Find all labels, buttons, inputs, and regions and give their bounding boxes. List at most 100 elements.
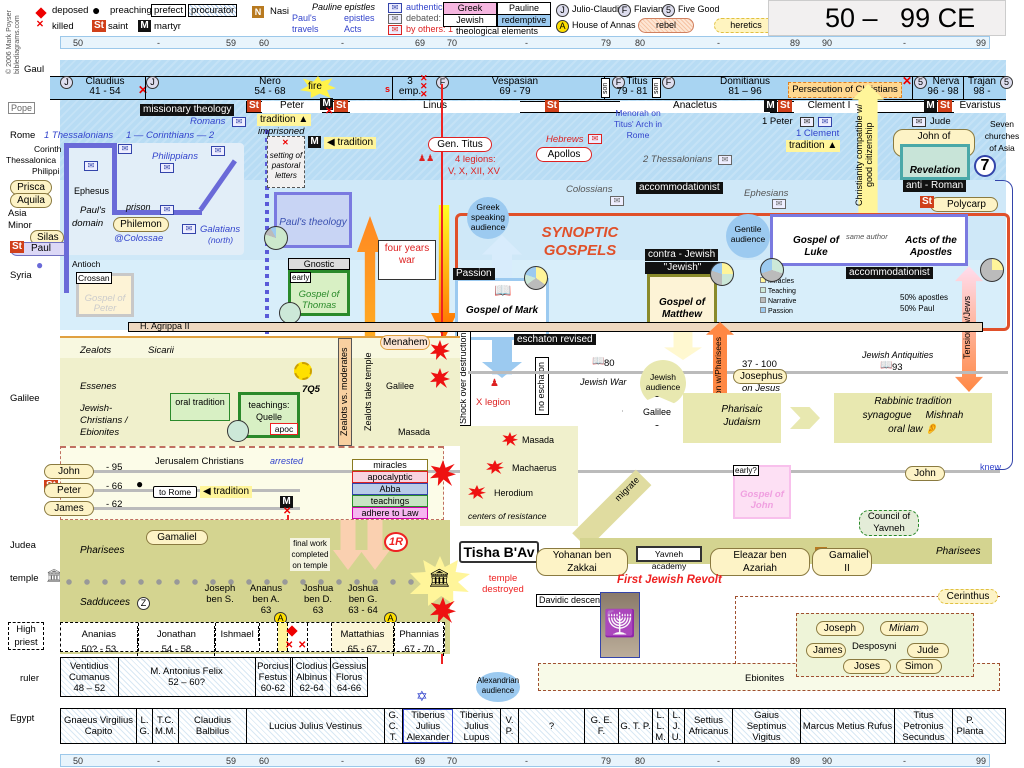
pie-chart (980, 258, 1004, 282)
davidic-descent-label: Davidic descent (536, 594, 606, 607)
epistle-hebrews[interactable]: Hebrews (546, 134, 584, 145)
desposyni-joseph[interactable]: Joseph (816, 621, 864, 636)
pie-legend-item: Narrative (760, 297, 796, 307)
epistle-1-peter[interactable]: 1 Peter (762, 116, 793, 127)
same-author-label: same author (846, 232, 888, 241)
john-pill[interactable]: John (905, 466, 945, 481)
desposyni-james[interactable]: James (806, 643, 846, 658)
prefect-name: G. C. T. (388, 709, 399, 743)
egypt-cell: G. C. T. (385, 709, 403, 743)
prefect-name: ? (548, 720, 555, 732)
eleazar-pill[interactable]: Eleazar ben Azariah (710, 548, 810, 576)
group-pharisees: Pharisees (80, 545, 125, 556)
martyr-icon: M (138, 20, 151, 32)
gospel-of-john[interactable]: Gospel of John (733, 465, 791, 519)
yohanan-pill[interactable]: Yohanan ben Zakkai (536, 548, 628, 576)
tisha-bav-label[interactable]: Tisha B'Av (459, 541, 539, 563)
emperor-years: 96 - 98 (927, 86, 959, 97)
pill-text: Silas (37, 232, 59, 243)
epistle-2-thessalonians[interactable]: 2 Thessalonians (643, 154, 713, 165)
desposyni-simon[interactable]: Simon (896, 659, 942, 674)
pastoral-letters-box: ✕setting of pastoral letters (267, 136, 305, 188)
apollos-pill[interactable]: Apollos (536, 147, 592, 162)
gamaliel-ii-pill[interactable]: Gamaliel II (812, 548, 872, 576)
synoptic-gospels-title: SYNOPTIC GOSPELS (530, 224, 630, 260)
galilee-diamond: Galilee (622, 396, 692, 426)
pie-chart (760, 258, 784, 282)
cerinthus-pill[interactable]: Cerinthus (938, 589, 998, 604)
pope-anacletus[interactable]: Anacletus (620, 101, 770, 113)
pope-evaristus[interactable]: Evaristus (954, 101, 1006, 113)
john-death: - 95 (106, 462, 123, 473)
philemon-pill[interactable]: Philemon (113, 217, 169, 232)
john-pill[interactable]: John (44, 464, 94, 479)
epistle-jude[interactable]: Jude (930, 116, 951, 127)
yavneh-academy[interactable]: Yavneh academy (636, 546, 702, 571)
polycarp-pill[interactable]: Polycarp (930, 197, 998, 212)
epistle-ephesians[interactable]: Ephesians (744, 188, 789, 199)
antiquities-year: 93 (892, 362, 903, 373)
ruler-years: 62-64 (299, 682, 324, 694)
legend-text: Narrative (767, 298, 797, 305)
legend-pauline-epistles: Pauline epistles (312, 2, 376, 12)
pope-clement[interactable]: Clement I (794, 101, 864, 113)
epistle-galatians[interactable]: Galatians (200, 224, 241, 235)
saint-icon: St (247, 100, 261, 112)
envelope-icon: ✉ (182, 224, 196, 234)
desposyni-joses[interactable]: Joses (843, 659, 891, 674)
legend-procurator: procurator (188, 4, 238, 17)
audience-text: Alexandrian audience (476, 676, 520, 695)
prefect-name: G. T. P. (620, 720, 651, 732)
epistle-philippians[interactable]: Philippians (152, 151, 198, 162)
epistle-1-clement[interactable]: 1 Clement (796, 128, 840, 139)
acts-of-apostles[interactable]: Acts of the Apostles (905, 235, 957, 258)
epistle-1-thessalonians[interactable]: 1 Thessalonians (44, 130, 114, 141)
egypt-cell: P. Planta (953, 709, 987, 743)
josephus-pill[interactable]: Josephus (733, 369, 787, 384)
region-pope: Pope (8, 102, 36, 114)
region-thessalonica: Thessalonica (6, 155, 57, 165)
saint-icon: St (545, 100, 559, 112)
epistle-colossians[interactable]: Colossians (566, 184, 613, 195)
epistle-corinthians[interactable]: 1 — Corinthians — 2 (126, 130, 215, 141)
peter-pill[interactable]: Peter (44, 483, 94, 498)
divider (912, 76, 913, 100)
luke-acts-box[interactable] (770, 214, 968, 266)
pope-linus[interactable]: Linus (350, 101, 520, 113)
persecution-label[interactable]: Persecution of Christians (788, 82, 902, 98)
revelation-box[interactable]: Revelation (900, 144, 970, 180)
place-machaerus: Machaerus (512, 463, 557, 473)
pope-peter[interactable]: Peter (262, 101, 322, 113)
epistle-romans[interactable]: Romans (190, 116, 226, 127)
hp-years: 63 - 64 (348, 605, 378, 616)
region-syria: Syria (10, 270, 32, 281)
gospel-of-luke[interactable]: Gospel of Luke (792, 235, 840, 258)
envelope-icon: ✉ (772, 199, 786, 209)
paul-route (112, 210, 202, 215)
james-pill[interactable]: James (44, 501, 94, 516)
gamaliel-pill[interactable]: Gamaliel (146, 530, 208, 545)
label-text: "Jewish" (663, 262, 702, 273)
tick: - (717, 756, 720, 766)
gen-titus-pill[interactable]: Gen. Titus (428, 137, 492, 152)
pill-text: John (58, 466, 80, 477)
killed-icon: ✕✕✕ (420, 73, 428, 99)
son-text: son (653, 82, 660, 94)
legend-prefect: prefect (151, 4, 187, 17)
son-label: son (652, 78, 661, 98)
aquila-pill[interactable]: Aquila (10, 193, 52, 208)
desposyni-miriam[interactable]: Miriam (880, 621, 928, 636)
desposyni-jude[interactable]: Jude (907, 643, 949, 658)
martyr-icon: M (320, 98, 333, 110)
place-colossae: @Colossae (114, 233, 164, 244)
menahem-pill[interactable]: Menahem (380, 335, 430, 350)
